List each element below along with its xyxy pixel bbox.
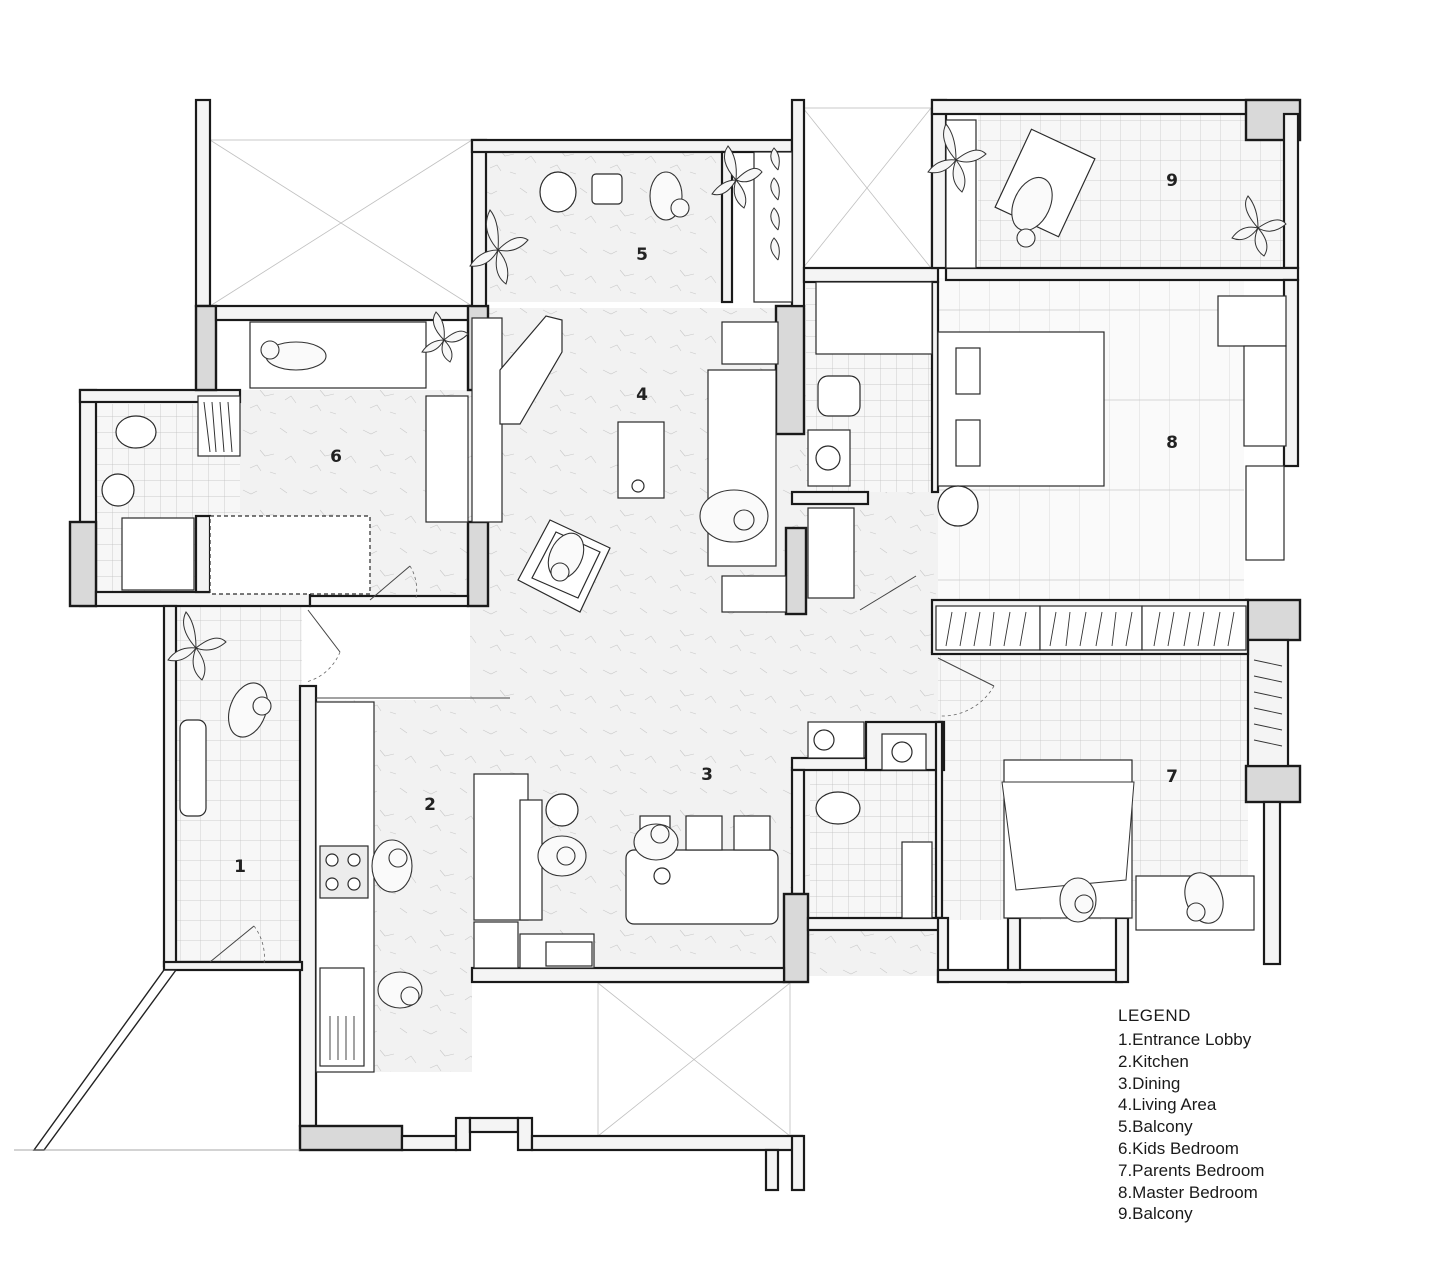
master-bedroom-furniture	[937, 295, 1287, 561]
legend-list: 1.Entrance Lobby 2.Kitchen 3.Dining 4.Li…	[1118, 1029, 1418, 1225]
wardrobe	[935, 605, 1283, 747]
legend-item: 2.Kitchen	[1118, 1051, 1189, 1071]
people	[228, 171, 1224, 1009]
room-label-6: 6	[330, 447, 342, 467]
kids-bedroom-furniture	[197, 321, 469, 595]
legend-item: 6.Kids Bedroom	[1118, 1138, 1239, 1158]
legend: LEGEND 1.Entrance Lobby 2.Kitchen 3.Dini…	[1118, 1006, 1418, 1225]
legend-item: 4.Living Area	[1118, 1095, 1217, 1115]
void-top-middle	[802, 107, 932, 269]
void-bottom	[597, 982, 791, 1137]
entrance-lobby-furniture	[179, 719, 207, 817]
balcony-5-furniture	[539, 151, 793, 303]
legend-item: 7.Parents Bedroom	[1118, 1160, 1265, 1180]
room-label-5: 5	[636, 245, 648, 265]
room-label-4: 4	[636, 385, 648, 405]
legend-item: 1.Entrance Lobby	[1118, 1030, 1252, 1049]
legend-item: 8.Master Bedroom	[1118, 1182, 1258, 1202]
parents-bath-fixtures	[807, 721, 933, 919]
kids-bath-fixtures	[101, 415, 195, 591]
legend-item: 9.Balcony	[1118, 1204, 1193, 1224]
legend-item: 5.Balcony	[1118, 1117, 1193, 1137]
room-label-7: 7	[1166, 767, 1178, 787]
void-top-left	[209, 139, 473, 307]
room-label-3: 3	[701, 765, 713, 785]
entrance-outer-wall	[14, 969, 300, 1151]
master-bath-fixtures	[807, 281, 933, 599]
room-label-9: 9	[1166, 171, 1178, 191]
room-label-8: 8	[1166, 433, 1178, 453]
plants	[167, 123, 1287, 681]
kitchen-furniture	[315, 701, 543, 1073]
room-labels: 1 2 3 4 5 6 7 8 9	[234, 171, 1178, 877]
doors	[209, 565, 995, 965]
living-furniture	[471, 315, 787, 613]
room-label-2: 2	[424, 795, 436, 815]
room-label-1: 1	[234, 857, 246, 877]
legend-title: LEGEND	[1118, 1006, 1191, 1025]
legend-item: 3.Dining	[1118, 1073, 1181, 1093]
